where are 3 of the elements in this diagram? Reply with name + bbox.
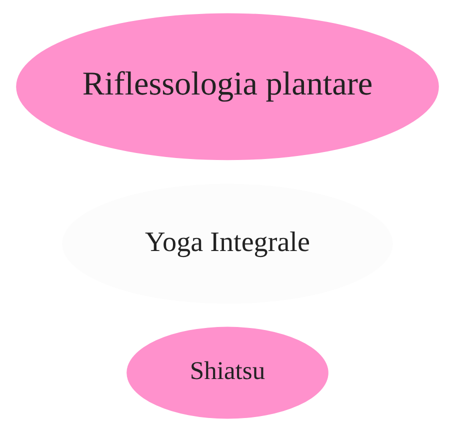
node-text: Yoga Integrale xyxy=(145,226,310,258)
node-ellipse: Riflessologia plantare xyxy=(16,13,439,160)
node-ellipse: Shiatsu xyxy=(126,326,328,419)
